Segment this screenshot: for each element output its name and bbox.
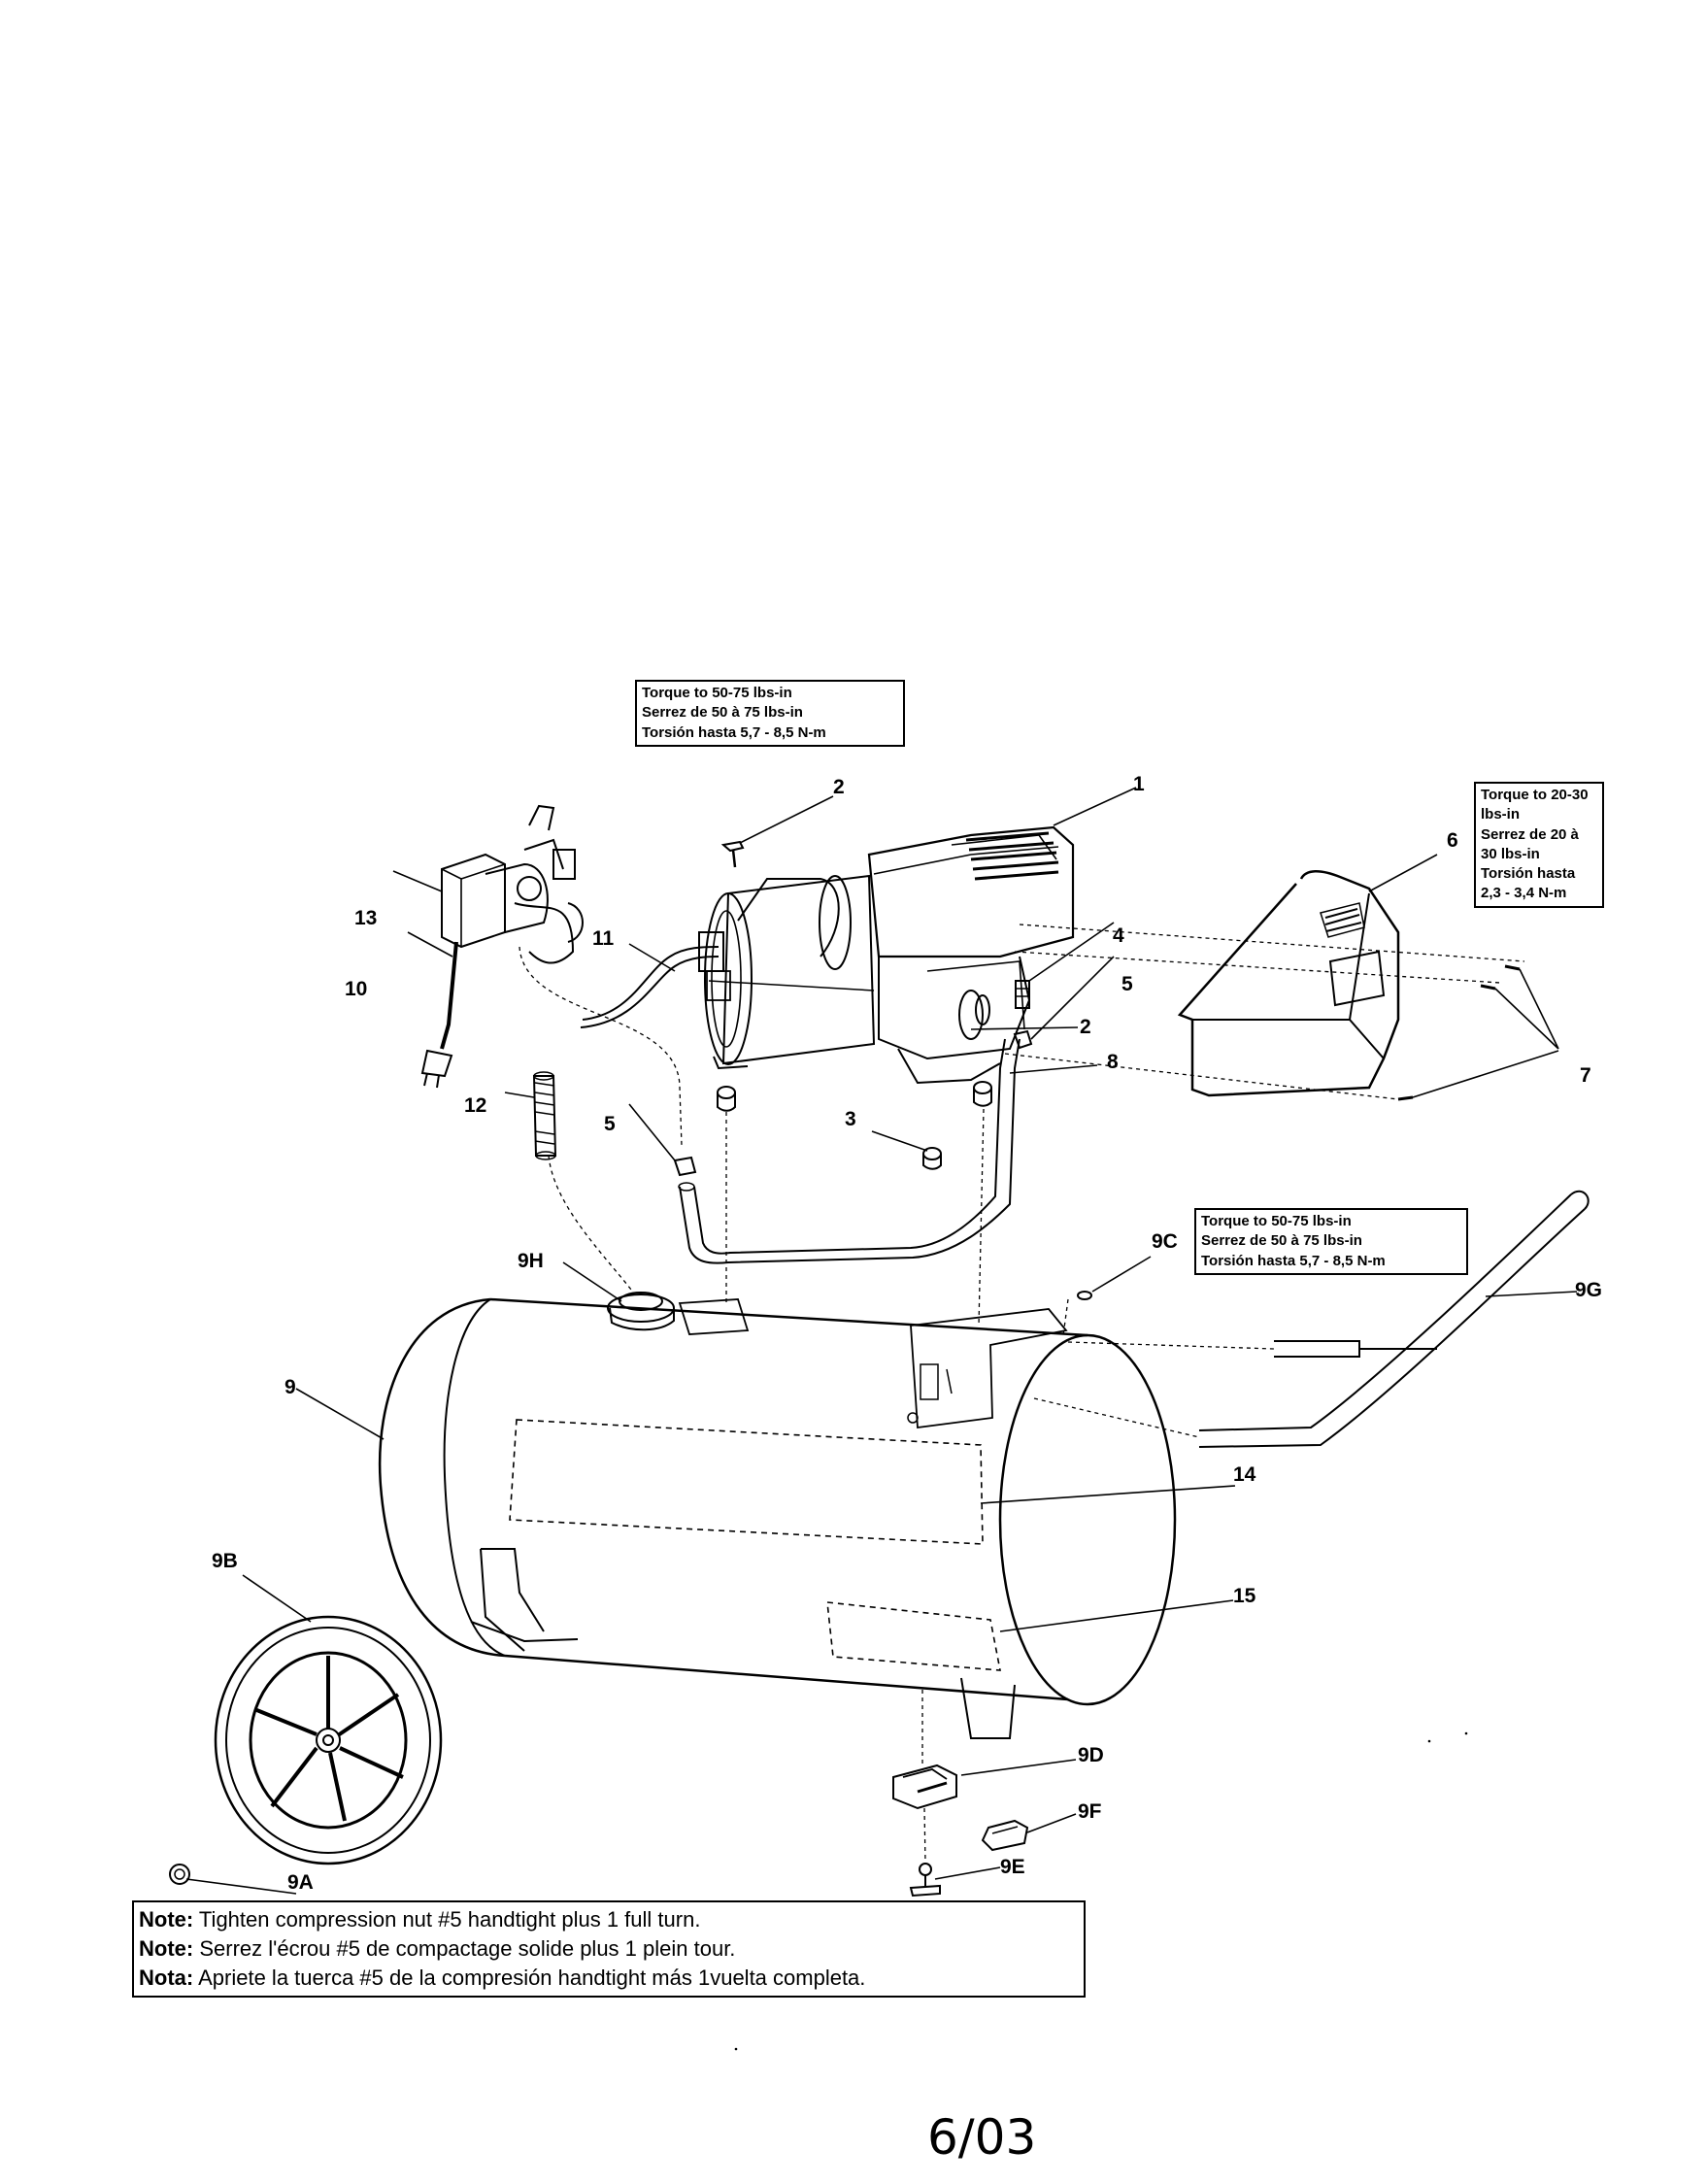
pump-motor xyxy=(704,825,1075,1085)
nipple xyxy=(532,1071,557,1160)
note-label: Note: xyxy=(139,1907,194,1932)
scan-specks xyxy=(734,1731,1468,2051)
callout-6: 6 xyxy=(1447,829,1458,852)
compression-nut-lower xyxy=(673,1156,697,1177)
callout-9f: 9F xyxy=(1078,1800,1102,1823)
torque-spec-fr: Serrez de 50 à 75 lbs-in xyxy=(1201,1232,1362,1250)
callout-14: 14 xyxy=(1233,1463,1256,1486)
wheel xyxy=(214,1615,443,1865)
shroud-screws xyxy=(1397,964,1521,1101)
note-text: Serrez l'écrou #5 de compactage solide p… xyxy=(193,1935,736,1961)
torque-spec-es: Torsión hasta 5,7 - 8,5 N-m xyxy=(1201,1252,1386,1269)
note-text: Apriete la tuerca #5 de la compresión ha… xyxy=(193,1965,866,1990)
fitting-4 xyxy=(1015,980,1030,1009)
tank-fitting-9h xyxy=(607,1292,675,1331)
callout-2-lower: 2 xyxy=(1080,1016,1091,1038)
callout-9c: 9C xyxy=(1152,1230,1178,1253)
note-label: Note: xyxy=(139,1935,194,1961)
callout-10: 10 xyxy=(345,978,368,1000)
assembly-lines xyxy=(519,924,1525,1864)
drain-part-9f xyxy=(981,1819,1029,1852)
callout-1: 1 xyxy=(1133,773,1145,795)
isolators xyxy=(717,1081,992,1170)
callout-11: 11 xyxy=(592,927,615,950)
callout-9g: 9G xyxy=(1575,1279,1603,1301)
drain-valve xyxy=(892,1764,957,1810)
pressure-switch xyxy=(441,804,584,964)
callout-9a: 9A xyxy=(287,1871,314,1894)
callout-4: 4 xyxy=(1113,924,1124,947)
torque-spec-es: Torsión hasta 5,7 - 8,5 N-m xyxy=(642,723,826,741)
handle xyxy=(1198,1190,1590,1448)
note-line-en: Note: Tighten compression nut #5 handtig… xyxy=(139,1905,1079,1934)
revision-date: 6/03 xyxy=(927,2109,1037,2166)
torque-spec-fr: Serrez de 50 à 75 lbs-in xyxy=(642,704,803,722)
note-line-fr: Note: Serrez l'écrou #5 de compactage so… xyxy=(139,1934,1079,1964)
axle-nut xyxy=(169,1864,190,1885)
callout-2: 2 xyxy=(833,776,845,798)
callout-9h: 9H xyxy=(518,1250,544,1272)
callout-9d: 9D xyxy=(1078,1744,1104,1766)
callout-8: 8 xyxy=(1107,1051,1119,1073)
torque-spec-en: Torque to 50-75 lbs-in xyxy=(1201,1213,1352,1229)
callout-12: 12 xyxy=(464,1094,487,1117)
torque-spec-fr: Serrez de 20 à 30 lbs-in xyxy=(1481,825,1579,862)
callout-7: 7 xyxy=(1580,1064,1591,1087)
discharge-tube xyxy=(678,1038,1021,1264)
torque-spec-box-top: Torque to 50-75 lbs-in Serrez de 50 à 75… xyxy=(635,680,905,747)
callout-9e: 9E xyxy=(1000,1856,1025,1878)
compression-nut xyxy=(1013,1029,1033,1050)
torque-spec-en: Torque to 50-75 lbs-in xyxy=(642,685,792,701)
screw-9c xyxy=(1077,1291,1092,1300)
note-label: Nota: xyxy=(139,1965,194,1990)
callout-3: 3 xyxy=(845,1108,856,1130)
assembly-note-box: Note: Tighten compression nut #5 handtig… xyxy=(132,1900,1086,1998)
callout-9: 9 xyxy=(284,1376,296,1398)
torque-spec-es: Torsión hasta 2,3 - 3,4 N-m xyxy=(1481,865,1576,902)
note-text: Tighten compression nut #5 handtight plu… xyxy=(193,1907,701,1932)
power-cord xyxy=(420,941,458,1089)
torque-spec-box-shroud: Torque to 20-30 lbs-in Serrez de 20 à 30… xyxy=(1474,782,1604,908)
shroud xyxy=(1177,870,1400,1097)
callout-9b: 9B xyxy=(212,1550,238,1572)
callout-5: 5 xyxy=(1121,973,1133,995)
callout-13: 13 xyxy=(354,907,378,929)
torque-spec-en: Torque to 20-30 lbs-in xyxy=(1481,787,1589,823)
drain-part-9e xyxy=(909,1863,941,1898)
outlet-tube xyxy=(580,931,724,1028)
bolt-top xyxy=(720,840,745,868)
note-line-es: Nota: Apriete la tuerca #5 de la compres… xyxy=(139,1964,1079,1993)
callout-15: 15 xyxy=(1233,1585,1256,1607)
air-tank xyxy=(378,1297,1177,1739)
torque-spec-box-middle: Torque to 50-75 lbs-in Serrez de 50 à 75… xyxy=(1194,1208,1468,1275)
leader-lines xyxy=(185,787,1578,1895)
callout-5-lower: 5 xyxy=(604,1113,616,1135)
